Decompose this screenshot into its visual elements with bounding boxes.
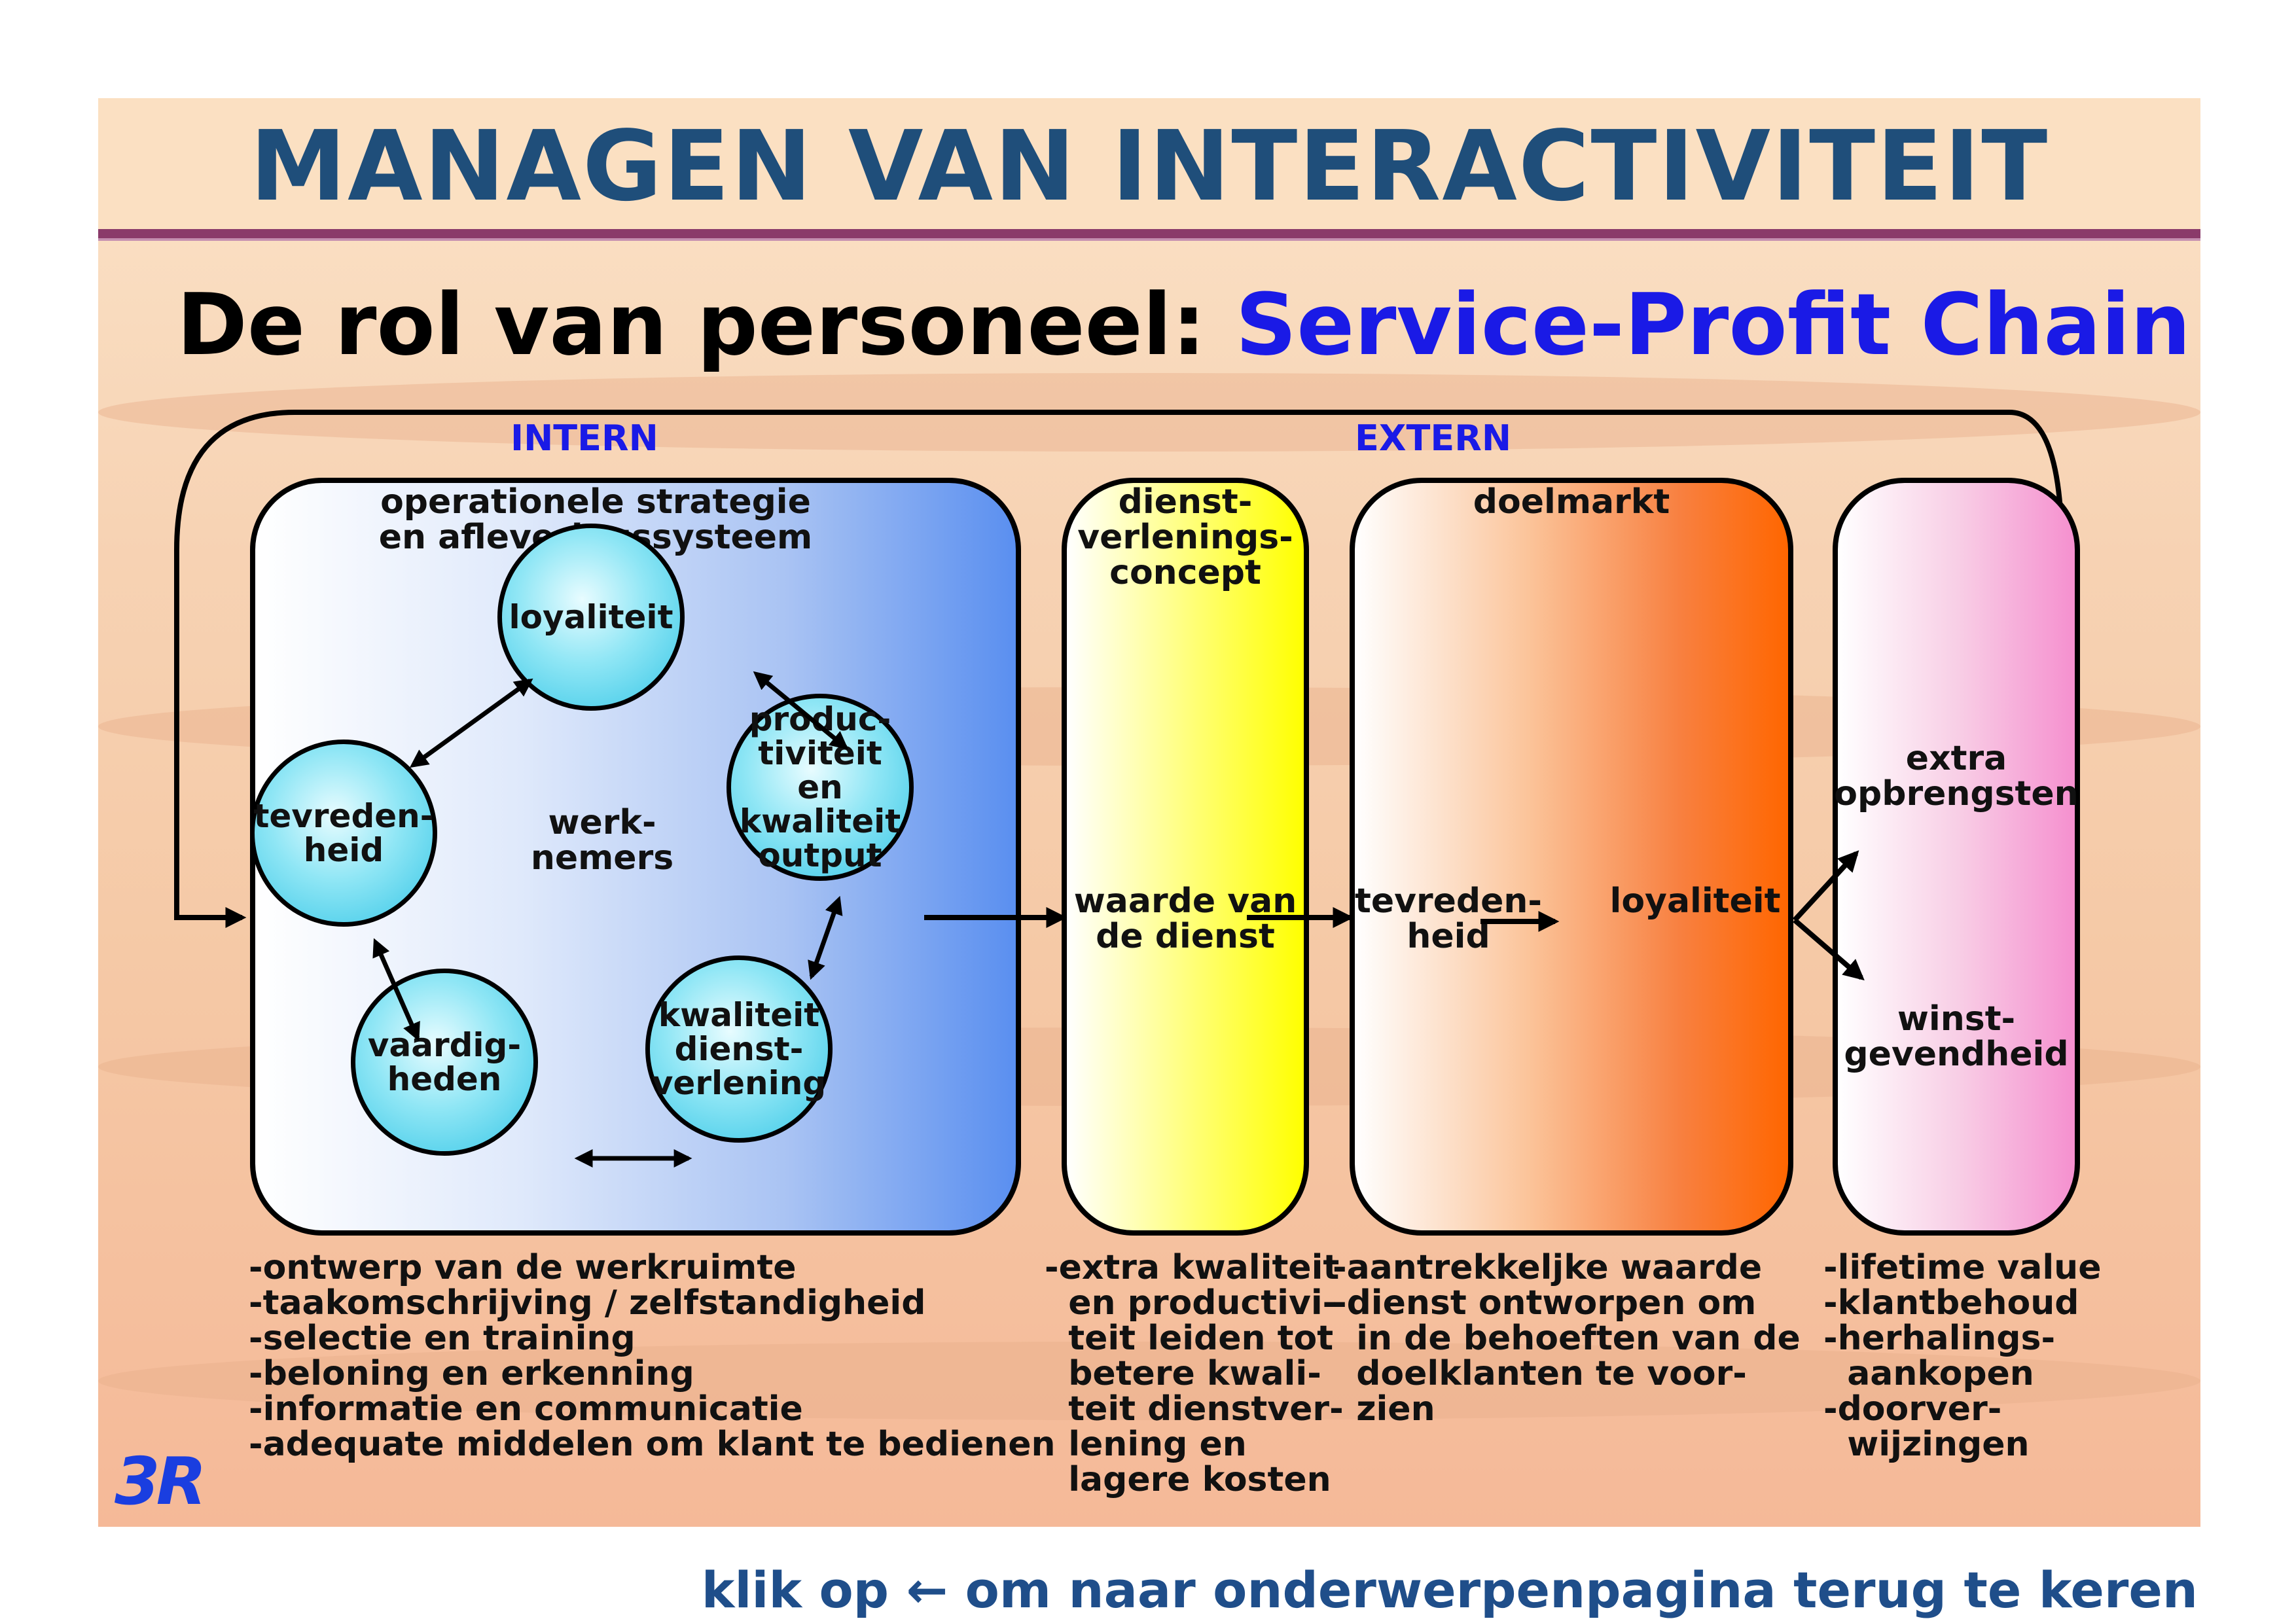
page-title: MANAGEN VAN INTERACTIVITEIT (249, 110, 2049, 223)
circle-loyalty-label: loyaliteit (509, 598, 673, 636)
panel-service-concept (1062, 478, 1309, 1236)
subtitle-prefix: De rol van personeel: (177, 275, 1236, 374)
circle-satisfaction-label: tevreden- heid (253, 797, 434, 869)
extra-revenue-label: extra opbrengsten (1834, 739, 2079, 813)
panel-outcomes (1833, 478, 2080, 1236)
back-link[interactable]: klik op ← om naar onderwerpenpagina teru… (701, 1561, 2198, 1619)
circle-productivity-label: produc- tiviteit en kwaliteit output (739, 700, 901, 874)
circle-satisfaction: tevreden- heid (250, 740, 437, 927)
header-bar: MANAGEN VAN INTERACTIVITEIT (98, 98, 2200, 238)
section-extern: EXTERN (1355, 418, 1512, 459)
section-intern: INTERN (511, 418, 658, 459)
chain-arrows (924, 850, 1865, 981)
brand-logo: 3R (115, 1443, 207, 1520)
subtitle-highlight: Service-Profit Chain (1235, 275, 2191, 374)
bullets-outcomes: -lifetime value -klantbehoud -herhalings… (1823, 1248, 2102, 1464)
market-panel-title: doelmarkt (1473, 482, 1670, 522)
subtitle: De rol van personeel: Service-Profit Cha… (177, 275, 2191, 374)
circle-service-quality-label: kwaliteit dienst- verlening (651, 996, 827, 1102)
loop-arrow (174, 410, 2064, 928)
slide: MANAGEN VAN INTERACTIVITEIT De rol van p… (98, 98, 2200, 1527)
profitability-label: winst- gevendheid (1844, 999, 2069, 1074)
flow-arrows (372, 671, 1865, 1168)
bullets-market: -aantrekkeljke waarde -dienst ontworpen … (1333, 1248, 1801, 1429)
market-loyalty-label: loyaliteit (1609, 882, 1781, 921)
market-satisfaction-label: tevreden- heid (1354, 882, 1543, 956)
panel-target-market (1350, 478, 1793, 1236)
cycle-arrows (372, 671, 849, 1168)
value-of-service-label: waarde van de dienst (1073, 882, 1297, 956)
background-band (98, 1342, 2200, 1420)
bullets-intern: -ontwerp van de werkruimte -taakomschrij… (249, 1248, 1056, 1464)
center-label: werk- nemers (530, 803, 674, 878)
circle-service-quality: kwaliteit dienst- verlening (645, 955, 833, 1143)
feedback-loop (174, 410, 2064, 928)
bullets-concept: -extra kwaliteit en productivi- teit lei… (1045, 1248, 1344, 1499)
concept-panel-title: dienst- verlenings- concept (1077, 482, 1293, 592)
